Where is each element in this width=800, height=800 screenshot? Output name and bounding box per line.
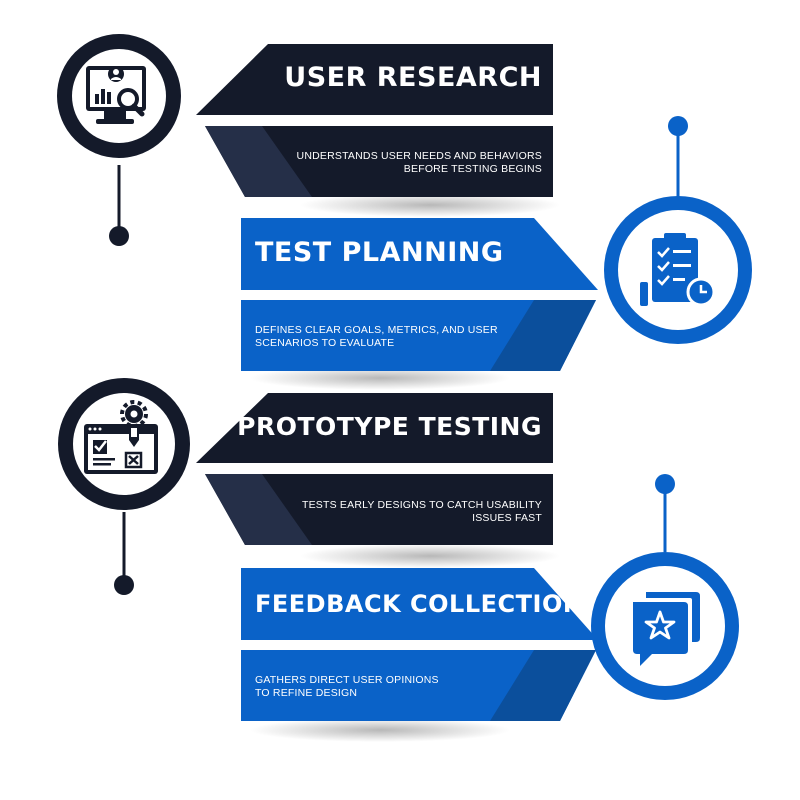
step-description-line-2: ISSUES FAST [472,512,542,524]
connector-dot [114,575,134,595]
step-title: TEST PLANNING [255,237,504,268]
banner-accent [490,300,596,371]
banner-accent [205,126,312,197]
step-title: USER RESEARCH [284,62,542,93]
step-description-line-2: TO REFINE DESIGN [255,687,358,699]
shadow [250,366,510,390]
step-test-planning [241,116,752,390]
step-prototype-testing [58,378,560,595]
shadow [300,193,560,217]
connector-dot [109,226,129,246]
shadow [300,544,560,568]
title-banner [241,218,598,290]
step-description-line-1: TESTS EARLY DESIGNS TO CATCH USABILITY [301,499,542,511]
step-user-research [57,34,560,246]
user-research-monitor-icon [86,66,146,124]
title-banner [241,568,598,640]
connector-dot [655,474,675,494]
step-title: PROTOTYPE TESTING [237,412,542,441]
prototype-design-icon [84,400,158,474]
banner-accent [205,474,312,545]
connector-dot [668,116,688,136]
step-description-line-1: UNDERSTANDS USER NEEDS AND BEHAVIORS [296,150,542,162]
step-description-line-1: GATHERS DIRECT USER OPINIONS [255,674,439,686]
step-description-line-2: BEFORE TESTING BEGINS [403,163,542,175]
star-chat-icon [633,592,700,666]
banner-accent [490,650,596,721]
step-title: FEEDBACK COLLECTION [255,590,584,618]
shadow [250,718,510,742]
title-banner [196,393,553,463]
step-feedback-collection [241,474,739,742]
title-banner [196,44,553,115]
checklist-clock-icon [640,233,716,307]
step-description-line-1: DEFINES CLEAR GOALS, METRICS, AND USER [255,324,498,336]
step-description-line-2: SCENARIOS TO EVALUATE [255,337,395,349]
